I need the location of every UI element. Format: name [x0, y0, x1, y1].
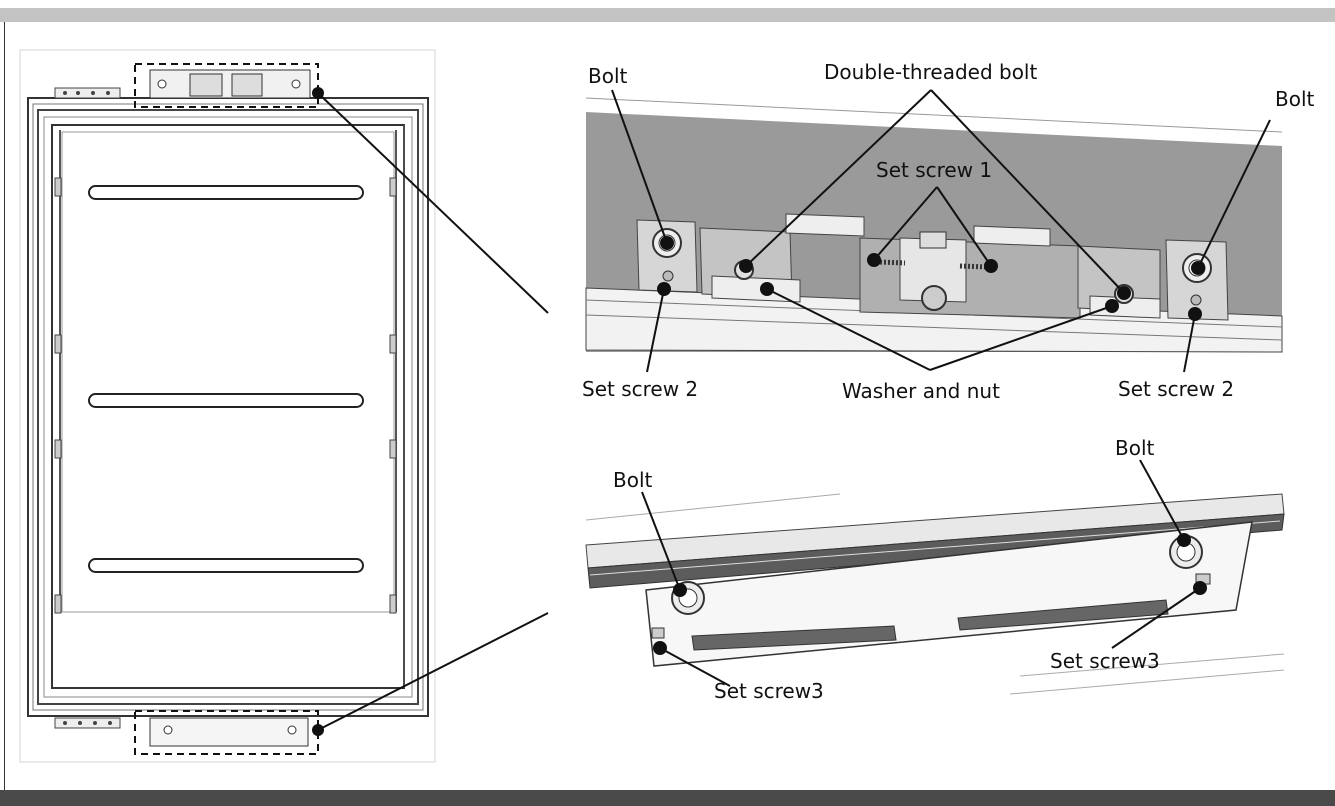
- top-detail-dots: [657, 236, 1205, 321]
- top-detail-callouts: [611, 89, 1271, 373]
- label-washer-and-nut: Washer and nut: [842, 379, 1000, 403]
- top-mounting-detail: [585, 97, 1283, 353]
- label-set-screw-2-left: Set screw 2: [582, 377, 698, 401]
- label-set-screw-2-right: Set screw 2: [1118, 377, 1234, 401]
- bottom-detail-dots: [653, 533, 1207, 655]
- top-band: [0, 8, 1335, 22]
- label-set-screw-3-right: Set screw3: [1050, 649, 1160, 673]
- label-set-screw-3-left: Set screw3: [714, 679, 824, 703]
- bottom-detail-callouts: [641, 459, 1201, 687]
- label-bolt-bottom-right: Bolt: [1115, 436, 1155, 460]
- door-overview: [19, 49, 549, 763]
- label-bolt-top-right: Bolt: [1275, 87, 1315, 111]
- label-double-threaded-bolt: Double-threaded bolt: [824, 60, 1037, 84]
- label-bolt-top-left: Bolt: [588, 64, 628, 88]
- bottom-band: [0, 790, 1335, 806]
- left-rule: [4, 22, 5, 790]
- label-set-screw-1: Set screw 1: [876, 158, 992, 182]
- label-bolt-bottom-left: Bolt: [613, 468, 653, 492]
- top-detail-box: [134, 63, 319, 108]
